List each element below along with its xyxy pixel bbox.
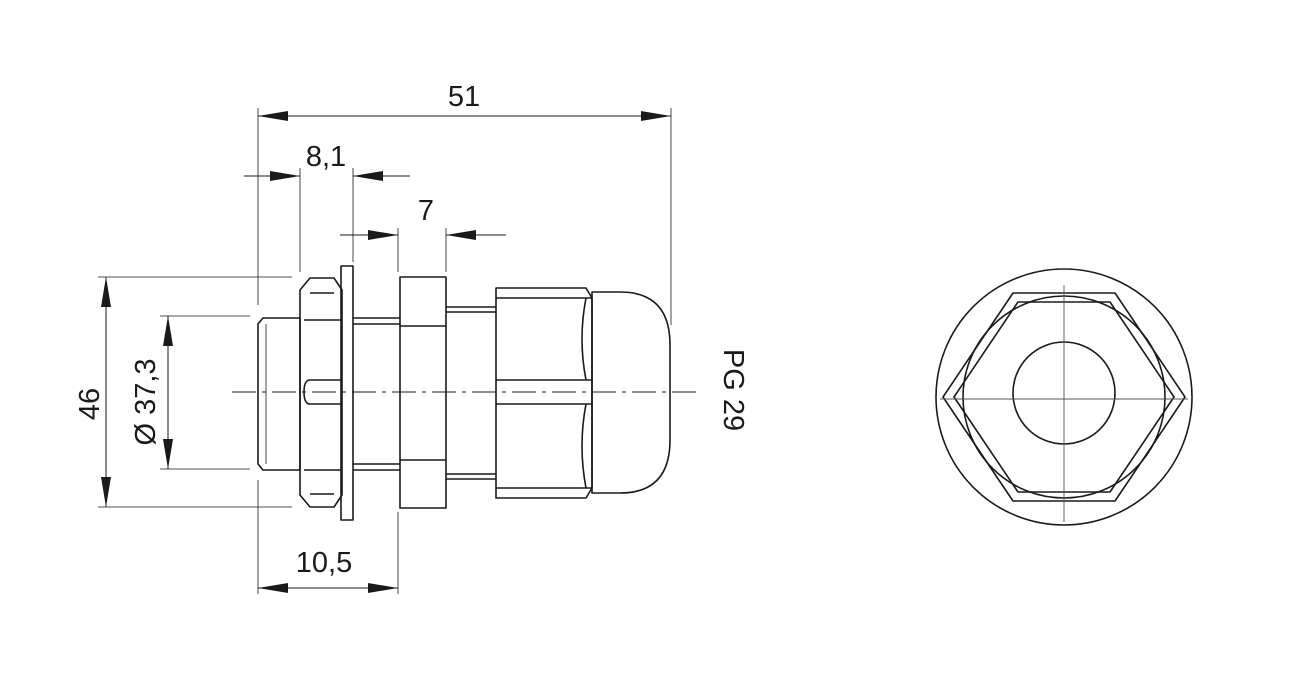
dome-nut-hex [495,287,593,499]
dimension-lines: 51 8,1 7 10,5 46 [74,81,749,594]
dim-hex-width: 7 [418,195,434,227]
dim-height: 46 [74,388,106,420]
front-outer-circle [935,268,1193,526]
body-neck-2 [446,306,496,480]
dim-thread-diameter: Ø 37,3 [130,358,162,445]
thread-type-label: PG 29 [717,349,749,431]
front-hex [942,292,1186,502]
front-view [935,268,1193,526]
dim-thread-length: 10,5 [296,547,352,579]
side-view [232,265,700,521]
dome-cap [591,291,671,494]
thread-section [257,317,301,471]
flange-washer [340,265,354,521]
locking-nut [299,277,343,508]
dim-nut-width: 8,1 [306,141,346,173]
dim-overall-length: 51 [448,81,480,113]
body-hex [399,276,447,509]
body-neck [353,317,400,471]
